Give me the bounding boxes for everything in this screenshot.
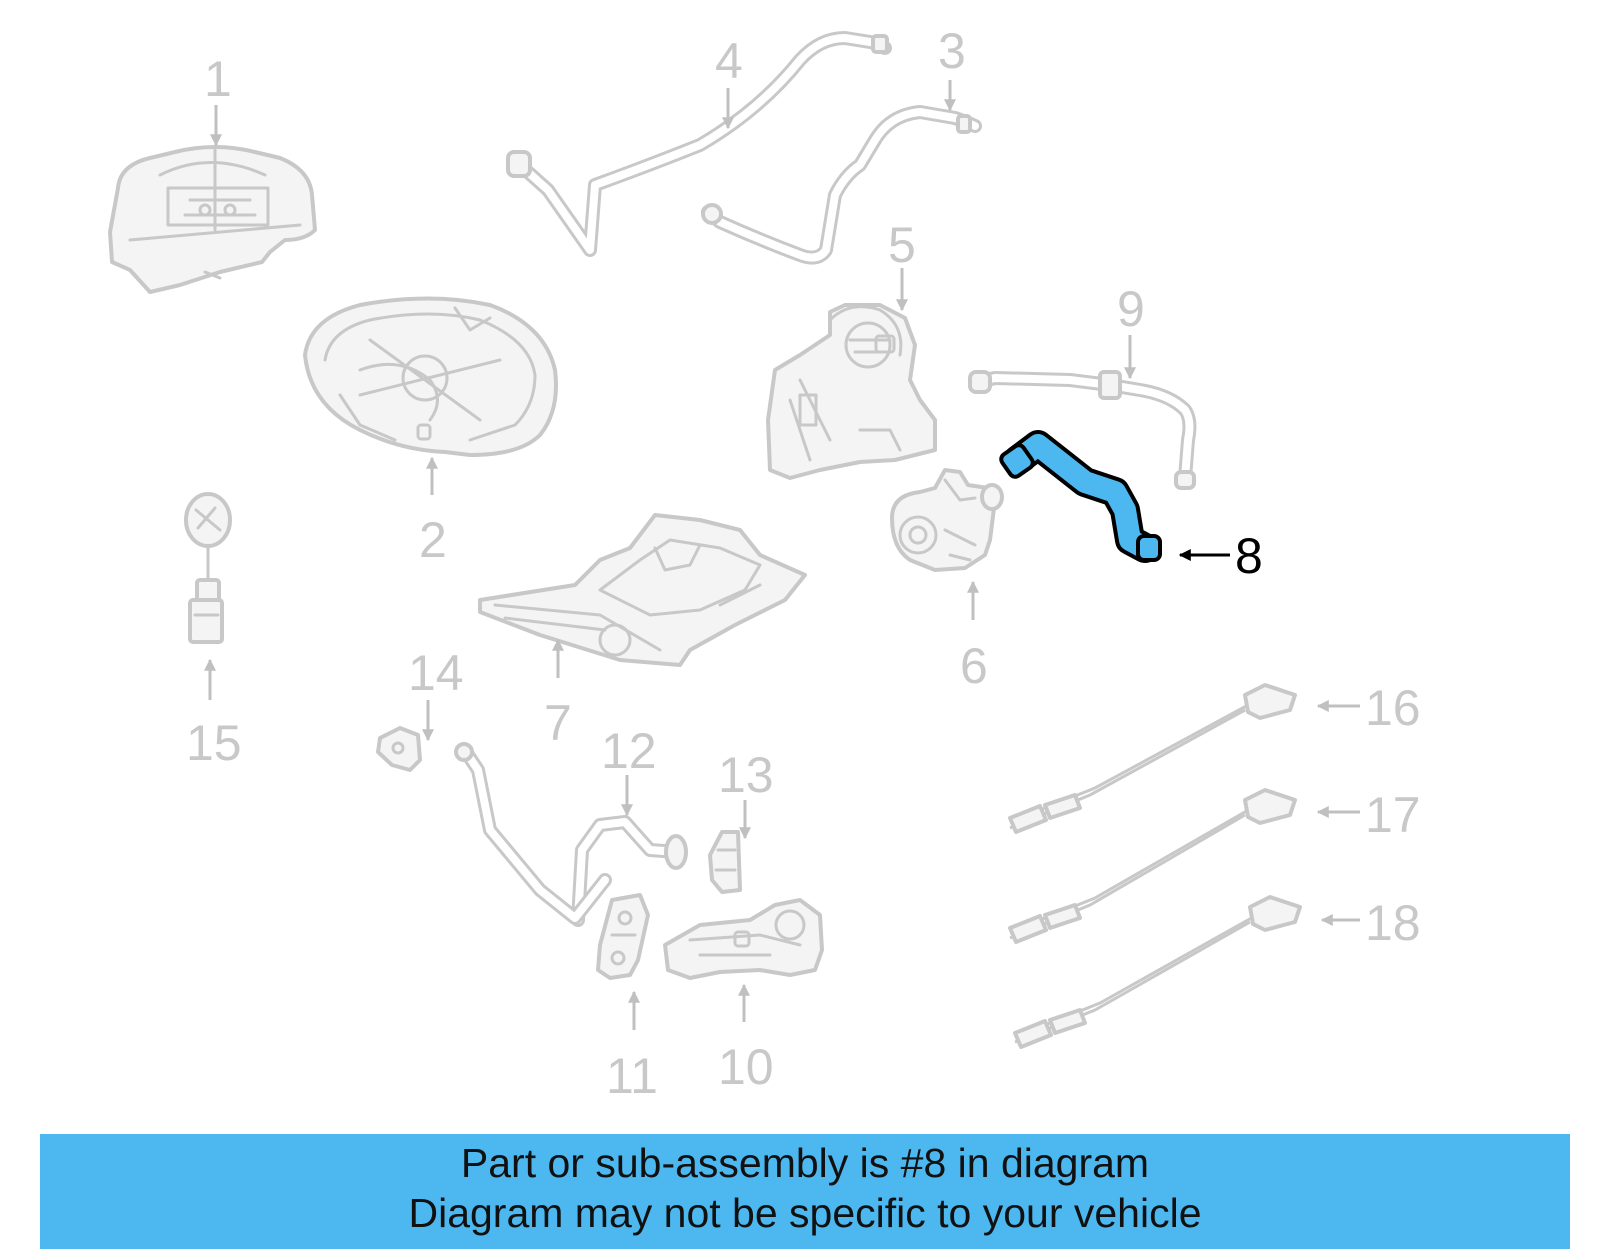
callout-1[interactable]: 1	[204, 51, 232, 107]
callout-3[interactable]: 3	[938, 23, 966, 79]
callout-11[interactable]: 11	[606, 1048, 658, 1104]
callout-leaders	[204, 80, 1360, 1030]
part-15-sensor-plug[interactable]	[184, 492, 232, 644]
part-12-egr-pipe[interactable]	[454, 742, 688, 927]
part-8-highlighted-hose[interactable]	[999, 430, 1162, 563]
part-10-valve-body[interactable]	[663, 898, 824, 980]
callout-7[interactable]: 7	[544, 695, 572, 751]
part-1-intake-manifold[interactable]	[108, 145, 317, 294]
callout-10[interactable]: 10	[718, 1039, 774, 1095]
part-16-oxygen-sensor[interactable]	[1008, 683, 1297, 834]
callout-16[interactable]: 16	[1365, 680, 1421, 736]
part-6-secondary-air-pump[interactable]	[890, 468, 1004, 572]
callout-18[interactable]: 18	[1365, 895, 1421, 951]
callout-14[interactable]: 14	[408, 645, 464, 701]
part-13-bracket[interactable]	[708, 830, 742, 894]
part-18-oxygen-sensor[interactable]	[1013, 895, 1302, 1049]
part-4-vacuum-line[interactable]	[506, 31, 892, 257]
callout-numbers: 1 2 3 4 5 6 7 8 9 10 11 12 13 14 15 16 1…	[186, 23, 1421, 1104]
callout-8[interactable]: 8	[1235, 528, 1263, 584]
part-17-oxygen-sensor[interactable]	[1008, 788, 1297, 944]
part-3-coolant-pipe[interactable]	[701, 105, 982, 265]
info-banner: Part or sub-assembly is #8 in diagram Di…	[40, 1134, 1570, 1249]
callout-15[interactable]: 15	[186, 715, 242, 771]
part-14-sensor[interactable]	[376, 726, 422, 772]
part-9-breather-hose[interactable]	[968, 370, 1197, 490]
part-5-egr-valve[interactable]	[766, 303, 937, 480]
callout-5[interactable]: 5	[888, 217, 916, 273]
callout-4[interactable]: 4	[715, 33, 743, 89]
callout-2[interactable]: 2	[419, 512, 447, 568]
callout-12[interactable]: 12	[601, 723, 657, 779]
part-2-engine-cover[interactable]	[303, 296, 558, 457]
callout-6[interactable]: 6	[960, 638, 988, 694]
banner-line-2: Diagram may not be specific to your vehi…	[408, 1190, 1202, 1236]
callout-9[interactable]: 9	[1117, 281, 1145, 337]
callout-17[interactable]: 17	[1365, 787, 1421, 843]
callout-13[interactable]: 13	[718, 747, 774, 803]
part-7-heat-shield[interactable]	[478, 513, 807, 667]
part-11-gasket[interactable]	[596, 893, 650, 980]
banner-line-1: Part or sub-assembly is #8 in diagram	[460, 1140, 1150, 1186]
